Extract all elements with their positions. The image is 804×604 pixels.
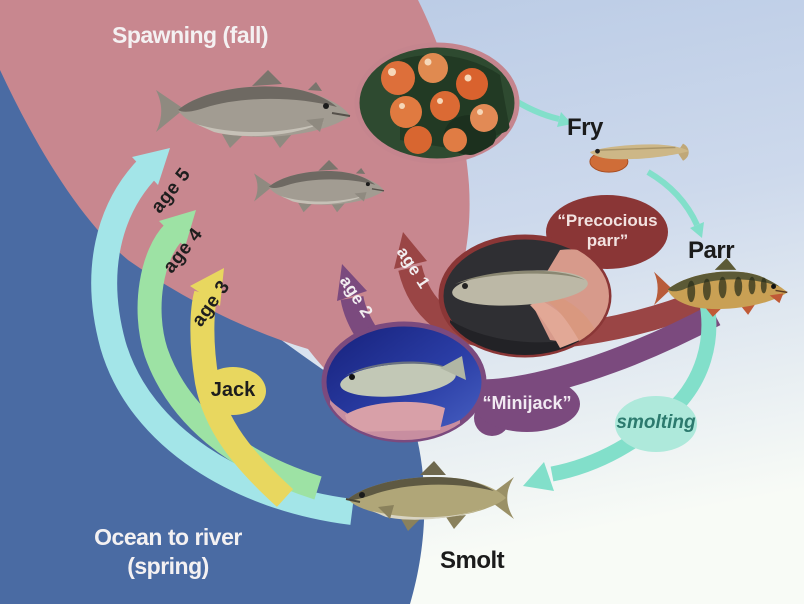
parr-arrowhead bbox=[690, 222, 704, 238]
stage-label-parr: Parr bbox=[688, 237, 735, 264]
smolting-bubble bbox=[615, 396, 697, 452]
minijack-photo bbox=[321, 321, 487, 443]
ocean-line2: (spring) bbox=[127, 552, 209, 579]
smolt-arrowhead bbox=[523, 462, 554, 491]
age-3-arrowhead bbox=[190, 268, 224, 306]
stage-label-spawning: Spawning (fall) bbox=[112, 22, 269, 48]
precocious-parr-label: “Precocious parr” bbox=[547, 211, 668, 250]
fry-arrowhead bbox=[557, 112, 572, 127]
age-5-arrowhead bbox=[132, 148, 170, 185]
age-4-arrowhead bbox=[159, 210, 196, 247]
stage-label-fry: Fry bbox=[567, 114, 603, 141]
minijack-bubble bbox=[474, 376, 580, 432]
jack-label: Jack bbox=[210, 379, 256, 401]
precocious-line2: parr” bbox=[586, 230, 629, 250]
precocious-parr-photo bbox=[438, 234, 612, 358]
age-2-arrowhead bbox=[337, 264, 367, 301]
stage-label-ocean: Ocean to river (spring) bbox=[78, 523, 258, 581]
eggs-photo bbox=[354, 42, 520, 164]
minijack-label: “Minijack” bbox=[482, 393, 572, 413]
stage-label-smolt: Smolt bbox=[440, 547, 505, 574]
precocious-line1: “Precocious bbox=[557, 211, 658, 230]
age-1-arrowhead bbox=[394, 232, 427, 269]
fry-to-parr-arrow bbox=[646, 169, 700, 227]
smolting-label: smolting bbox=[616, 412, 696, 433]
jack-bubble bbox=[200, 367, 266, 415]
ocean-line1: Ocean to river bbox=[94, 524, 242, 550]
